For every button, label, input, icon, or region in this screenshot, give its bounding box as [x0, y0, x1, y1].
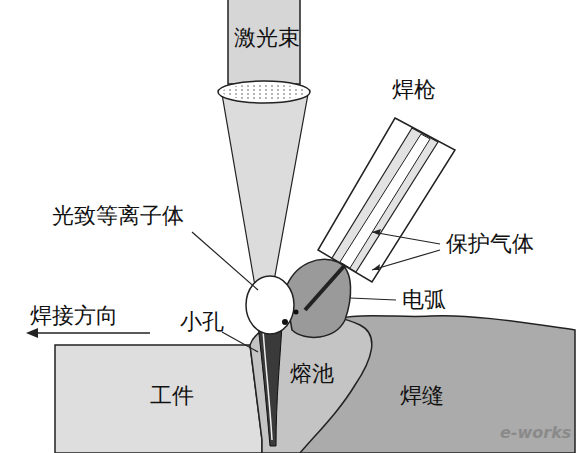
part-label: 保护气体 — [446, 232, 534, 256]
part-label: 工件 — [150, 384, 194, 408]
part-label: 小孔 — [180, 310, 224, 334]
part-label: 焊缝 — [400, 384, 444, 408]
part-label: 焊枪 — [392, 78, 436, 102]
direction-label: 焊接方向 — [30, 304, 118, 328]
part-label: 电弧 — [402, 288, 446, 312]
droplet — [294, 310, 299, 315]
workpiece — [55, 345, 262, 453]
leader-line — [350, 298, 396, 300]
arc — [285, 259, 351, 337]
beam-cone — [222, 94, 308, 292]
leader-line — [372, 232, 440, 244]
keyhole-core — [263, 330, 272, 440]
laser-tube — [228, 0, 300, 84]
arrowhead — [372, 264, 380, 270]
arrowhead — [372, 229, 381, 235]
keyhole — [258, 325, 282, 446]
leader-line — [372, 250, 440, 270]
leader-line — [222, 332, 258, 352]
welding-torch — [305, 118, 455, 310]
part-label: 激光束 — [234, 26, 300, 50]
direction-arrow — [32, 332, 150, 334]
watermark: e-works — [500, 424, 571, 442]
leader-line — [192, 232, 258, 290]
plasma — [246, 276, 294, 334]
part-label: 光致等离子体 — [52, 204, 184, 228]
arrowhead — [26, 328, 38, 338]
lens — [218, 81, 310, 103]
part-label: 熔池 — [290, 362, 334, 386]
lens-texture — [222, 84, 306, 100]
droplet — [282, 319, 288, 325]
